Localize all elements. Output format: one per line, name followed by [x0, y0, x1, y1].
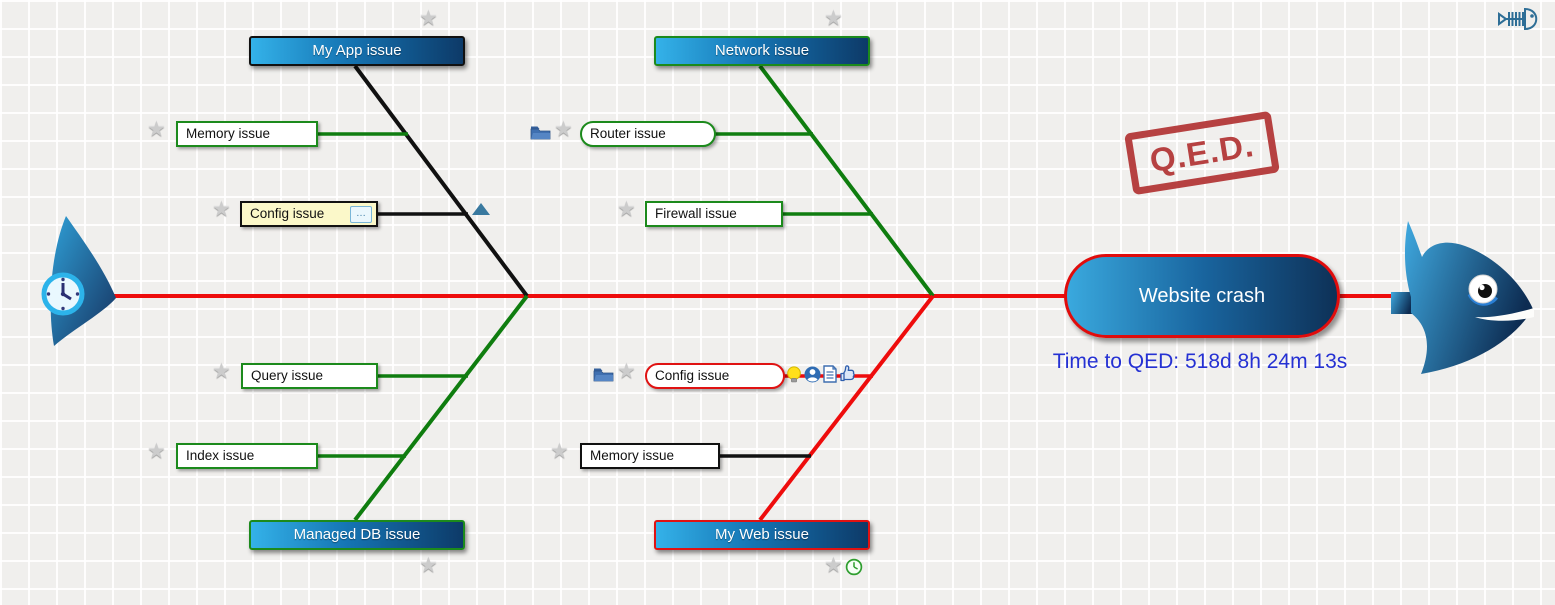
cause-text: Firewall issue	[655, 206, 737, 221]
fishbone-logo-icon	[1498, 7, 1538, 31]
cause-label-memory-top[interactable]: Memory issue	[176, 121, 318, 147]
timer-text: Time to QED: 518d 8h 24m 13s	[1052, 350, 1348, 373]
favorite-star-icon[interactable]: ★	[617, 198, 636, 221]
cause-text: Memory issue	[590, 448, 675, 463]
lightbulb-icon[interactable]	[786, 366, 803, 384]
qed-stamp-text: Q.E.D.	[1147, 126, 1257, 179]
fish-head	[1391, 221, 1534, 374]
cause-text: Query issue	[251, 368, 324, 383]
category-box-my-app[interactable]: My App issue	[249, 36, 465, 66]
favorite-star-icon[interactable]: ★	[212, 198, 231, 221]
category-box-network[interactable]: Network issue	[654, 36, 870, 66]
cause-text: Config issue	[655, 368, 730, 383]
cause-label-index[interactable]: Index issue	[176, 443, 318, 469]
problem-node[interactable]: Website crash	[1064, 254, 1340, 338]
bone-managed-db	[353, 294, 529, 522]
person-icon[interactable]	[804, 366, 821, 383]
favorite-star-icon[interactable]: ★	[419, 7, 438, 30]
folder-icon[interactable]	[593, 366, 614, 382]
ellipsis-button[interactable]: …	[350, 206, 372, 223]
category-box-managed-db[interactable]: Managed DB issue	[249, 520, 465, 550]
favorite-star-icon[interactable]: ★	[824, 7, 843, 30]
bone-my-app	[353, 64, 529, 298]
cause-label-config-red[interactable]: Config issue	[645, 363, 785, 389]
timer-clock-icon[interactable]	[845, 558, 863, 576]
cause-label-config-yellow[interactable]: Config issue …	[240, 201, 378, 227]
clock-icon	[41, 272, 85, 316]
category-box-my-web[interactable]: My Web issue	[654, 520, 870, 550]
favorite-star-icon[interactable]: ★	[550, 440, 569, 463]
category-label: Managed DB issue	[293, 526, 421, 543]
category-label: My App issue	[312, 42, 402, 59]
bone-my-web	[758, 294, 935, 522]
favorite-star-icon[interactable]: ★	[147, 118, 166, 141]
cause-label-query[interactable]: Query issue	[241, 363, 378, 389]
cause-text: Router issue	[590, 126, 666, 141]
favorite-star-icon[interactable]: ★	[554, 118, 573, 141]
cause-text: Index issue	[186, 448, 255, 463]
bone-network	[758, 64, 935, 298]
cause-text: Config issue	[250, 206, 325, 221]
problem-label: Website crash	[1138, 284, 1266, 307]
favorite-star-icon[interactable]: ★	[212, 360, 231, 383]
thumbs-up-icon[interactable]	[839, 365, 857, 382]
cause-label-router[interactable]: Router issue	[580, 121, 716, 147]
favorite-star-icon[interactable]: ★	[824, 554, 843, 577]
favorite-star-icon[interactable]: ★	[147, 440, 166, 463]
category-label: My Web issue	[715, 526, 809, 543]
cause-label-memory-bottom[interactable]: Memory issue	[580, 443, 720, 469]
cause-text: Memory issue	[186, 126, 271, 141]
document-icon[interactable]	[822, 365, 838, 383]
favorite-star-icon[interactable]: ★	[419, 554, 438, 577]
favorite-star-icon[interactable]: ★	[617, 360, 636, 383]
cause-label-firewall[interactable]: Firewall issue	[645, 201, 783, 227]
category-label: Network issue	[714, 42, 810, 59]
folder-icon[interactable]	[530, 124, 551, 140]
collapse-triangle-icon[interactable]	[472, 203, 490, 215]
